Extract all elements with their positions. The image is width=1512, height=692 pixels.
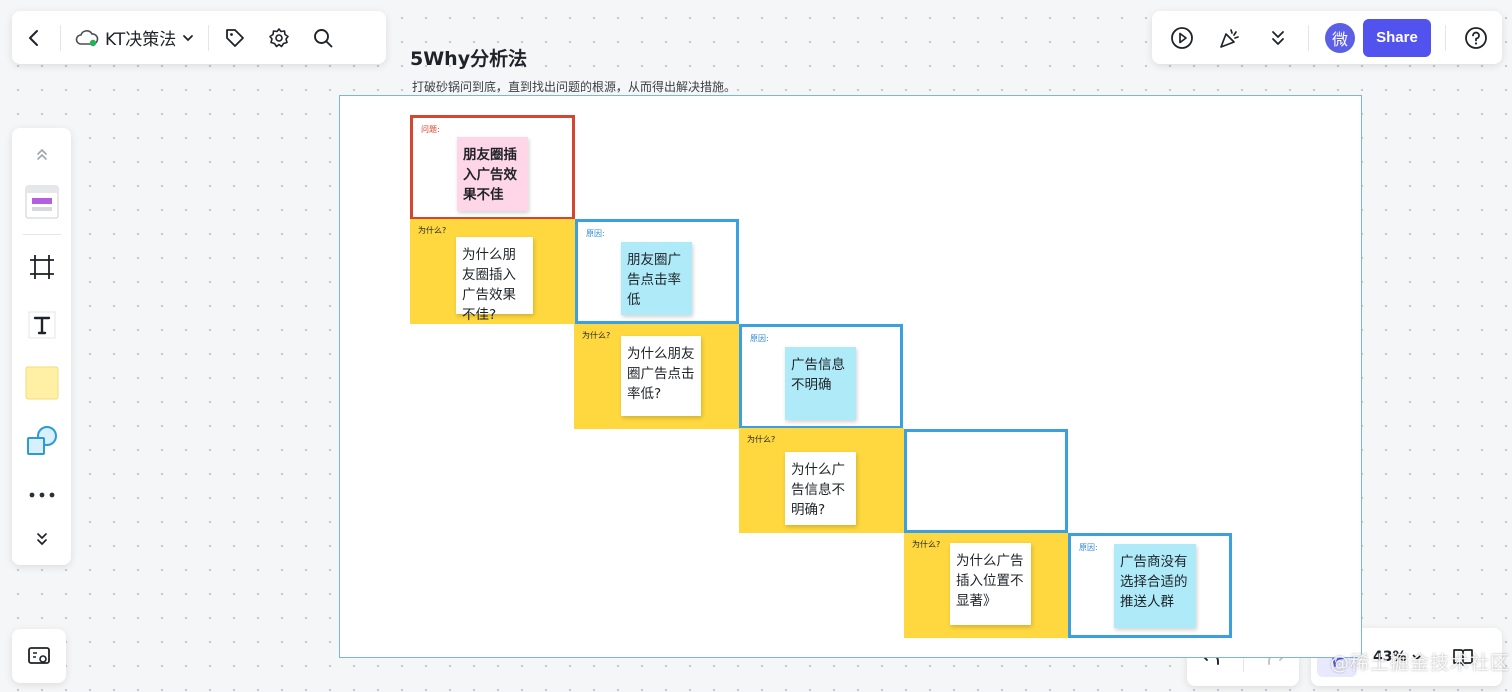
divider <box>1308 24 1309 51</box>
back-icon <box>29 29 38 46</box>
divider <box>208 24 210 51</box>
reason-cell[interactable]: 原因: 广告信息不明确 <box>739 324 903 429</box>
why-sticky-note[interactable]: 为什么朋友圈插入广告效果不佳? <box>456 237 533 323</box>
collapse-toolbar-button[interactable] <box>20 132 64 176</box>
why-cell[interactable]: 为什么? 为什么广告信息不明确? <box>739 428 904 533</box>
reason-sticky-note[interactable]: 广告信息不明确 <box>785 347 856 420</box>
reason-cell[interactable]: 原因: 广告商没有选择合适的推送人群 <box>1068 533 1232 638</box>
board-title: 5Why分析法 <box>410 48 528 70</box>
text-tool[interactable] <box>20 303 64 347</box>
board-subtitle: 打破砂锅问到底，直到找出问题的根源，从而得出解决措施。 <box>412 80 737 94</box>
reason-sticky-note[interactable]: 广告商没有选择合适的推送人群 <box>1114 544 1196 628</box>
reason-tag: 原因: <box>1079 543 1098 552</box>
reason-cell[interactable] <box>904 429 1068 533</box>
double-chevron-down-icon <box>1272 30 1284 45</box>
frame-tool[interactable] <box>20 245 64 289</box>
chevron-down-icon <box>183 34 194 41</box>
why-sticky-note[interactable]: 为什么广告信息不明确? <box>785 452 856 525</box>
shape-tool[interactable] <box>20 419 64 463</box>
minimap-icon <box>28 647 50 664</box>
top-right-toolbar: 微 Share <box>1152 11 1502 64</box>
chevron-down-icon[interactable] <box>1411 651 1423 663</box>
why-cell[interactable]: 为什么? 为什么朋友圈广告点击率低? <box>574 324 739 429</box>
collapse-up-icon <box>36 148 47 160</box>
problem-cell[interactable]: 问题: 朋友圈插入广告效果不佳 <box>410 115 575 220</box>
why-tag: 为什么? <box>582 331 611 340</box>
cloud-icon <box>75 29 99 46</box>
tag-button[interactable] <box>213 16 257 60</box>
why-tag: 为什么? <box>418 226 447 235</box>
problem-tag: 问题: <box>421 125 440 134</box>
reason-cell[interactable]: 原因: 朋友圈广告点击率低 <box>575 219 739 324</box>
zoom-level[interactable]: 43% <box>1373 649 1407 665</box>
minimap-button[interactable] <box>12 629 66 683</box>
reason-tag: 原因: <box>750 334 769 343</box>
search-icon <box>314 28 333 47</box>
more-icon <box>29 492 54 498</box>
more-tools-button[interactable] <box>20 473 64 517</box>
help-icon <box>1465 26 1487 49</box>
document-title: KT决策法 <box>105 30 177 50</box>
reason-sticky-note[interactable]: 朋友圈广告点击率低 <box>621 242 692 315</box>
back-button[interactable] <box>12 16 56 60</box>
expand-toolbar-button[interactable] <box>20 517 64 561</box>
shape-icon <box>26 426 57 455</box>
settings-button[interactable] <box>257 16 301 60</box>
document-title-dropdown[interactable]: KT决策法 <box>65 16 204 60</box>
why-sticky-note[interactable]: 为什么广告插入位置不显著》 <box>950 543 1031 625</box>
avatar[interactable]: 微 <box>1325 22 1355 53</box>
divider <box>1445 24 1446 51</box>
text-icon <box>28 311 55 339</box>
more-tools-button[interactable] <box>1254 16 1302 60</box>
expand-down-icon <box>36 533 47 546</box>
why-cell[interactable]: 为什么? 为什么朋友圈插入广告效果不佳? <box>410 219 575 324</box>
sticky-note-tool[interactable] <box>20 361 64 405</box>
divider <box>22 234 61 235</box>
share-button[interactable]: Share <box>1363 18 1431 57</box>
help-button[interactable] <box>1452 16 1500 60</box>
gear-icon <box>269 27 290 47</box>
left-toolbar <box>12 128 71 565</box>
tag-icon <box>226 28 245 47</box>
why-tag: 为什么? <box>912 540 941 549</box>
present-button[interactable] <box>1158 16 1206 60</box>
why-sticky-note[interactable]: 为什么朋友圈广告点击率低? <box>621 336 701 416</box>
play-icon <box>1171 26 1193 49</box>
reason-tag: 原因: <box>586 229 605 238</box>
search-button[interactable] <box>301 16 345 60</box>
celebrate-button[interactable] <box>1206 16 1254 60</box>
template-tool[interactable] <box>20 180 64 224</box>
why-cell[interactable]: 为什么? 为什么广告插入位置不显著》 <box>904 533 1069 638</box>
template-icon <box>25 185 58 219</box>
sticky-note-icon <box>25 366 58 400</box>
celebrate-icon <box>1220 28 1239 48</box>
frame-icon <box>29 255 54 279</box>
book-icon[interactable] <box>1451 646 1475 668</box>
why-tag: 为什么? <box>747 435 776 444</box>
top-left-toolbar: KT决策法 <box>12 11 386 64</box>
problem-sticky-note[interactable]: 朋友圈插入广告效果不佳 <box>457 137 528 211</box>
divider <box>60 24 61 51</box>
